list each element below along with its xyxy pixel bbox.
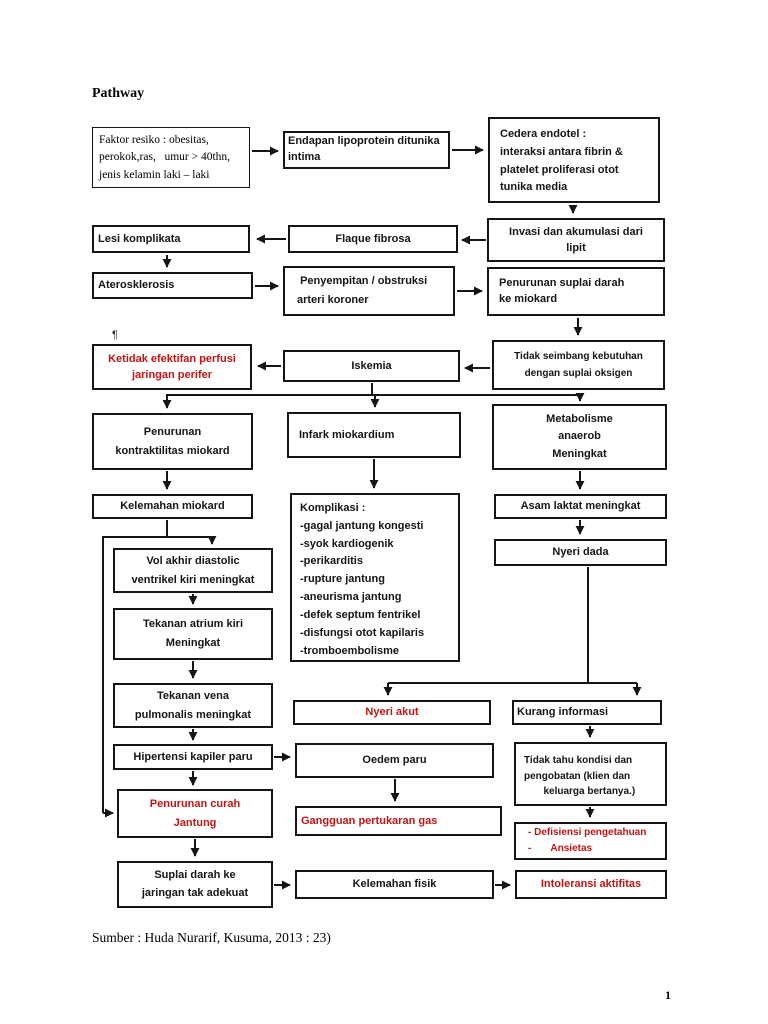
box-defisiensi-ansietas: - Defisiensi pengetahuan - Ansietas — [514, 822, 667, 860]
box-komplikasi: Komplikasi : -gagal jantung kongesti -sy… — [290, 493, 460, 662]
box-asam-laktat: Asam laktat meningkat — [494, 494, 667, 519]
box-flaque-fibrosa: Flaque fibrosa — [288, 225, 458, 253]
box-penurunan-curah-jantung: Penurunan curah Jantung — [117, 789, 273, 838]
pilcrow-mark: ¶ — [112, 329, 118, 341]
box-faktor-resiko: Faktor resiko : obesitas, perokok,ras, u… — [92, 127, 250, 188]
box-vol-akhir-diastolic: Vol akhir diastolic ventrikel kiri menin… — [113, 548, 273, 593]
box-endapan-lipoprotein: Endapan lipoprotein ditunika intima — [283, 131, 450, 169]
box-intoleransi-aktifitas: Intoleransi aktifitas — [515, 870, 667, 899]
komplikasi-title: Komplikasi : — [300, 502, 366, 514]
box-metabolisme-anaerob: Metabolisme anaerob Meningkat — [492, 404, 667, 470]
komplikasi-list: -gagal jantung kongesti -syok kardiogeni… — [300, 519, 425, 657]
box-gangguan-pertukaran-gas: Gangguan pertukaran gas — [295, 806, 502, 836]
source-citation: Sumber : Huda Nurarif, Kusuma, 2013 : 23… — [92, 930, 331, 945]
box-hipertensi-kapiler-paru: Hipertensi kapiler paru — [113, 744, 273, 770]
box-kelemahan-miokard: Kelemahan miokard — [92, 494, 253, 519]
box-tekanan-vena-pulmonalis: Tekanan vena pulmonalis meningkat — [113, 683, 273, 728]
box-tidak-tahu-kondisi: Tidak tahu kondisi dan pengobatan (klien… — [514, 742, 667, 806]
page-number: 1 — [665, 988, 671, 1002]
line-kelemahan-branch — [102, 536, 212, 813]
box-penurunan-kontraktilitas: Penurunan kontraktilitas miokard — [92, 413, 253, 470]
box-nyeri-akut: Nyeri akut — [293, 700, 491, 725]
box-suplai-darah-tak-adekuat: Suplai darah ke jaringan tak adekuat — [117, 861, 273, 908]
box-kurang-informasi: Kurang informasi — [512, 700, 662, 725]
box-kelemahan-fisik: Kelemahan fisik — [295, 870, 494, 899]
box-nyeri-dada: Nyeri dada — [494, 539, 667, 566]
box-tekanan-atrium-kiri: Tekanan atrium kiri Meningkat — [113, 608, 273, 660]
box-tidak-seimbang-kebutuhan: Tidak seimbang kebutuhan dengan suplai o… — [492, 340, 665, 390]
box-penyempitan-obstruksi: Penyempitan / obstruksi arteri koroner — [283, 266, 455, 316]
box-infark-miokardium: Infark miokardium — [287, 412, 461, 458]
box-ketidak-efektifan-perfusi: Ketidak efektifan perfusi jaringan perif… — [92, 344, 252, 390]
box-aterosklerosis: Aterosklerosis — [92, 272, 253, 299]
box-lesi-komplikata: Lesi komplikata — [92, 225, 250, 253]
box-cedera-endotel: Cedera endotel : interaksi antara fibrin… — [488, 117, 660, 203]
box-invasi-akumulasi: Invasi dan akumulasi dari lipit — [487, 218, 665, 262]
box-iskemia: Iskemia — [283, 350, 460, 382]
page-title: Pathway — [92, 86, 145, 101]
box-penurunan-suplai-darah: Penurunan suplai darah ke miokard — [487, 267, 665, 316]
box-oedem-paru: Oedem paru — [295, 743, 494, 778]
